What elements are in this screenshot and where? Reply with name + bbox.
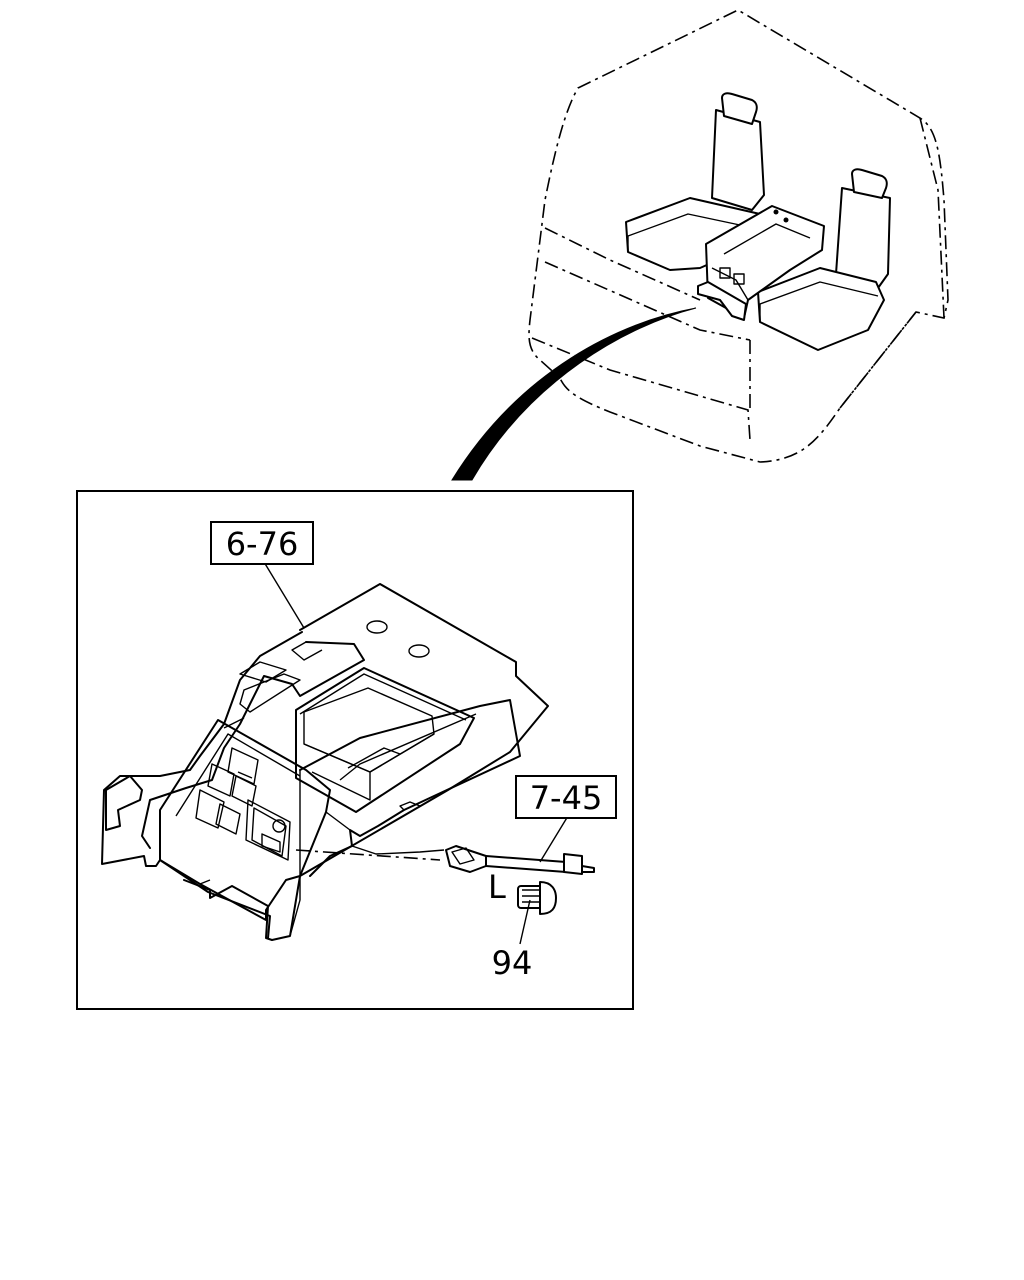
bolt-ref-label: 94 (492, 944, 533, 982)
callout-harness: 7-45 (515, 775, 617, 819)
seat-left (625, 92, 765, 271)
cab-overview (528, 9, 949, 463)
front-panel (159, 719, 331, 921)
leader-bolt (519, 899, 531, 945)
storage-tray (295, 667, 475, 813)
detail-frame (76, 490, 634, 1010)
cab-outline (528, 9, 949, 463)
console-assembly (101, 583, 549, 941)
detail-pointer (451, 307, 697, 481)
console-side-rail (299, 699, 521, 877)
callout-console-label: 6-76 (226, 525, 299, 563)
seat-right (757, 168, 891, 351)
callout-harness-label: 7-45 (530, 779, 603, 817)
callout-console: 6-76 (210, 521, 314, 565)
bolt-part (517, 881, 557, 915)
leader-harness (539, 815, 569, 863)
side-mark-label: L (488, 868, 506, 906)
leader-console (263, 561, 305, 629)
console-top-surface (271, 583, 549, 941)
console-small (697, 205, 825, 321)
harness-connector (295, 845, 595, 875)
